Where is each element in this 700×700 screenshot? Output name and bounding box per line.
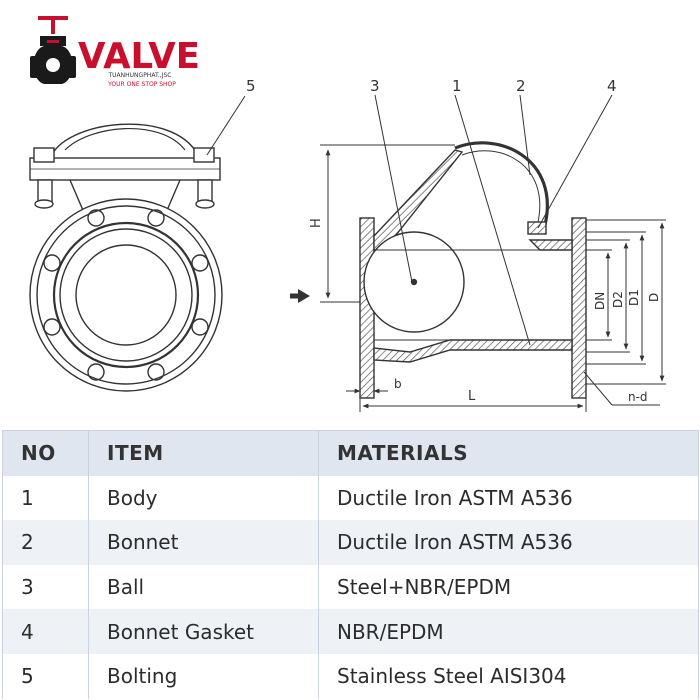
table-row: 5 Bolting Stainless Steel AISI304 [2,653,699,699]
dimension-h: H [309,144,455,303]
cell-material: Ductile Iron ASTM A536 [318,520,699,565]
cell-item: Bonnet [88,520,319,565]
svg-text:2: 2 [516,77,526,95]
callout-5: 5 [206,77,256,156]
table-row: 4 Bonnet Gasket NBR/EPDM [2,609,699,654]
svg-text:4: 4 [607,77,617,95]
svg-text:DN: DN [593,292,607,310]
materials-table: NO ITEM MATERIALS 1 Body Ductile Iron AS… [2,430,699,699]
cell-item: Bolting [88,653,319,699]
gate-valve-icon [30,16,76,84]
header-materials: MATERIALS [318,430,699,476]
dimension-b: b [346,377,402,412]
cell-item: Body [88,475,319,521]
cell-material: Steel+NBR/EPDM [318,564,699,610]
callout-3: 3 [370,77,413,283]
cell-material: Stainless Steel AISI304 [318,653,699,699]
valve-end-view [29,123,223,392]
svg-text:n-d: n-d [628,390,648,404]
logo-brand: VALVE [78,36,200,77]
cell-no: 2 [2,520,89,565]
cell-material: Ductile Iron ASTM A536 [318,475,699,521]
svg-text:1: 1 [452,77,462,95]
valve-section-view [290,141,587,399]
bonnet-bolt-left [33,147,55,209]
svg-text:D2: D2 [611,291,625,308]
table-row: 3 Ball Steel+NBR/EPDM [2,564,699,610]
table-header-row: NO ITEM MATERIALS [2,430,699,476]
svg-text:3: 3 [370,77,380,95]
arrow-right-icon [290,289,310,303]
callout-2: 2 [516,77,531,176]
dimension-n-d: n-d [583,371,660,406]
flange-bolt-holes [43,209,209,381]
cell-no: 1 [2,475,89,521]
cell-material: NBR/EPDM [318,609,699,654]
cell-no: 4 [2,609,89,654]
header-item: ITEM [88,430,319,476]
logo-tagline: YOUR ONE STOP SHOP [107,81,176,88]
valve-technical-drawing: VALVE TUANHUNGPHAT.,JSC YOUR ONE STOP SH… [29,16,666,412]
svg-text:D1: D1 [627,289,641,306]
svg-text:H: H [309,218,324,228]
cell-no: 3 [2,564,89,610]
cell-item: Ball [88,564,319,610]
cell-item: Bonnet Gasket [88,609,319,654]
logo-company: TUANHUNGPHAT.,JSC [108,72,172,79]
svg-text:L: L [468,389,476,404]
callout-1: 1 [452,77,531,346]
svg-text:b: b [394,377,402,391]
table-row: 2 Bonnet Ductile Iron ASTM A536 [2,520,699,565]
header-no: NO [2,430,89,476]
company-logo: VALVE TUANHUNGPHAT.,JSC YOUR ONE STOP SH… [30,16,200,88]
cell-no: 5 [2,653,89,699]
svg-text:5: 5 [246,77,256,95]
svg-text:D: D [647,293,661,302]
dimension-l: L [362,389,587,412]
callout-4: 4 [537,77,617,229]
dimension-diameters: DN D2 D1 D [586,219,666,385]
table-row: 1 Body Ductile Iron ASTM A536 [2,475,699,521]
